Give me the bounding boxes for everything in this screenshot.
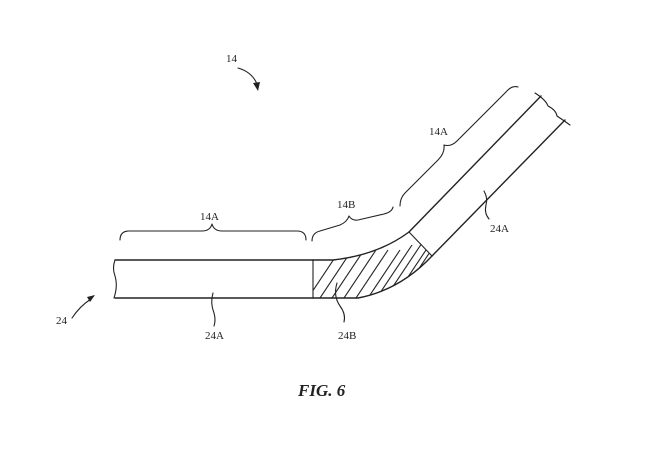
strip-straight-section (112, 259, 314, 299)
bracket-14a-left (119, 223, 307, 241)
arrowhead-icon (87, 295, 95, 302)
reference-24: 24 (56, 295, 95, 327)
label-14a-left: 14A (200, 211, 219, 223)
reference-24b: 24B (334, 282, 356, 342)
label-24b: 24B (338, 330, 356, 342)
bracket-14b (311, 206, 394, 242)
bend-hatching (313, 234, 432, 298)
label-24a-left: 24A (205, 330, 224, 342)
label-14a-right: 14A (429, 126, 448, 138)
label-24: 24 (56, 315, 68, 327)
label-14b: 14B (337, 199, 355, 211)
strip-angled-section (408, 92, 571, 257)
label-14: 14 (226, 53, 238, 65)
figure-caption: FIG. 6 (297, 381, 346, 400)
reference-14: 14 (226, 53, 260, 91)
strip-bend-section (312, 231, 433, 299)
label-24a-right: 24A (490, 223, 509, 235)
arrowhead-icon (253, 82, 260, 91)
reference-24a-right: 24A (483, 190, 509, 235)
bracket-14a-right (399, 86, 519, 207)
reference-24a-left: 24A (205, 292, 224, 342)
